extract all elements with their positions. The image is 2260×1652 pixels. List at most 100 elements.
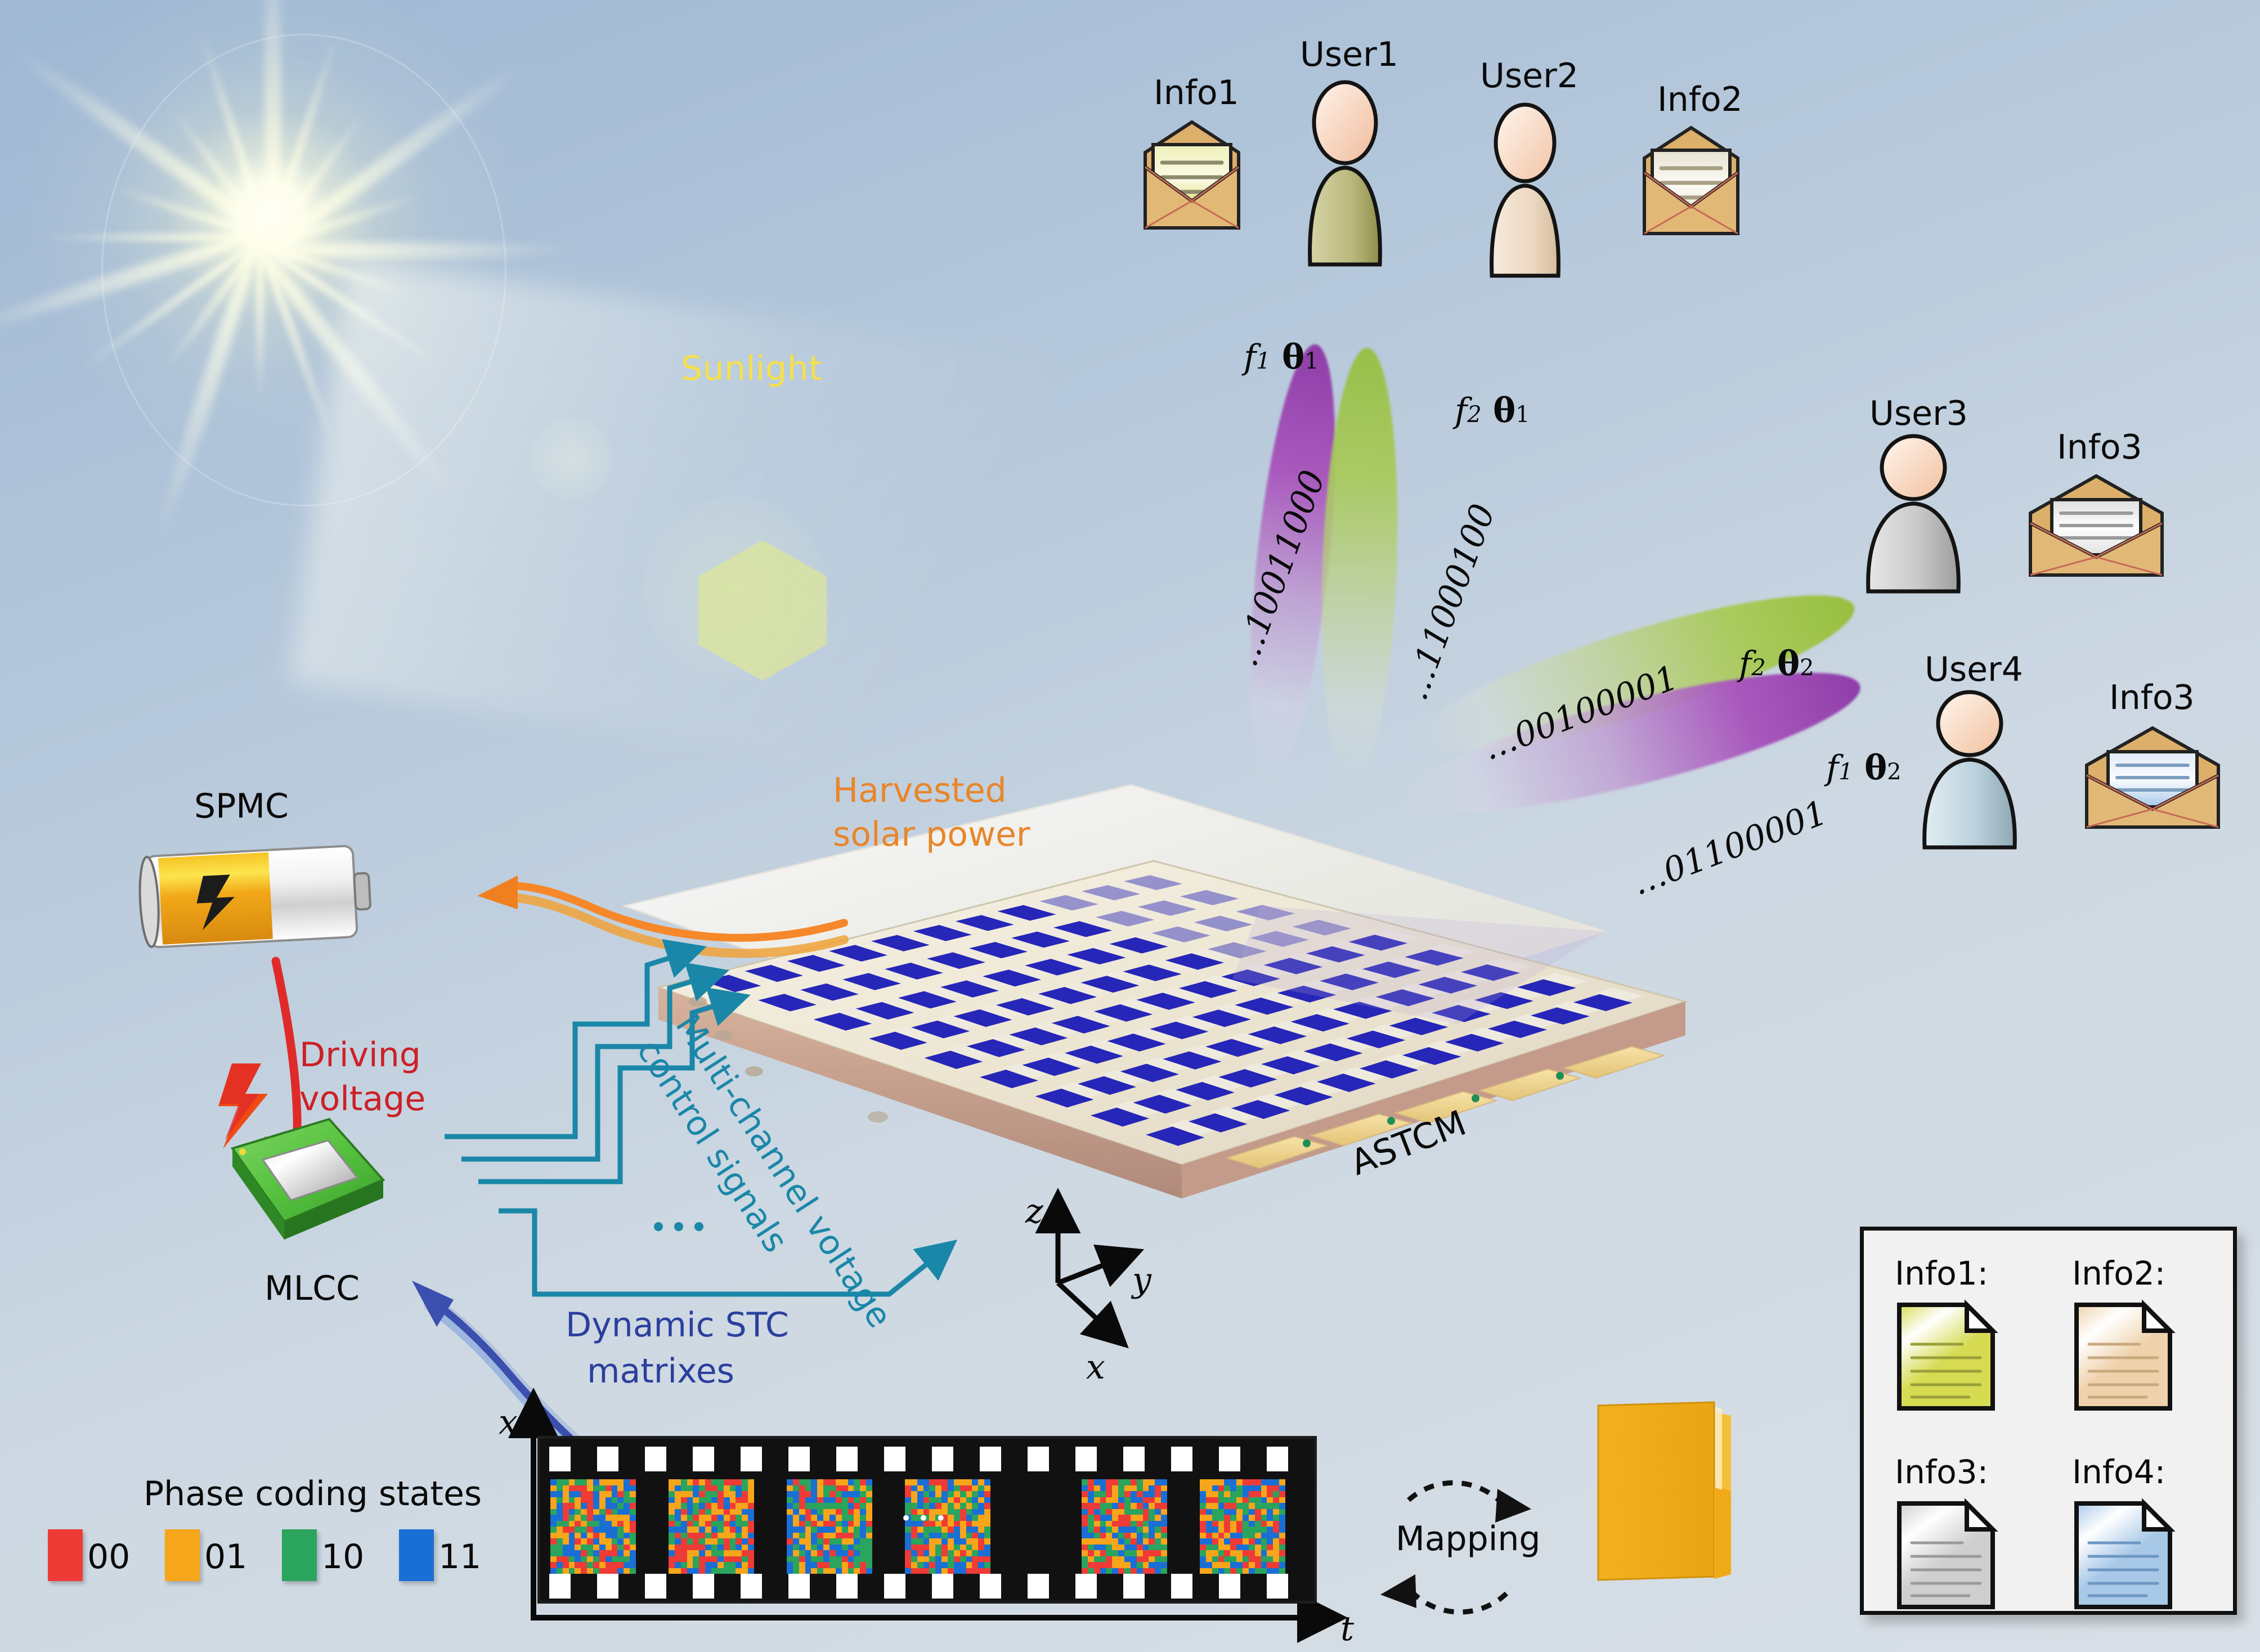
- metasurface-trace: [1283, 1049, 1331, 1065]
- phase-swatch-00: [48, 1529, 83, 1581]
- metasurface-trace: [906, 957, 954, 971]
- metasurface-trace: [920, 985, 967, 1000]
- metasurface-trace: [893, 930, 941, 944]
- metasurface-patch: [1039, 895, 1098, 911]
- metasurface-patch: [1263, 958, 1323, 975]
- metasurface-trace: [1240, 1062, 1289, 1078]
- metasurface-patch: [800, 983, 859, 1001]
- metasurface-trace: [1384, 955, 1432, 969]
- metasurface-patch: [979, 1070, 1038, 1088]
- metasurface-patch: [1418, 977, 1478, 994]
- metasurface-patch: [1360, 1060, 1419, 1079]
- metasurface-trace: [933, 1014, 981, 1030]
- spmc-battery-icon: [135, 838, 376, 957]
- metasurface-patch: [1176, 1081, 1235, 1101]
- metasurface-trace: [1552, 1000, 1601, 1015]
- metasurface-patch: [1320, 973, 1379, 990]
- film-perforation: [1219, 1574, 1240, 1599]
- metasurface-trace: [1440, 971, 1488, 984]
- metasurface-trace: [1216, 910, 1264, 923]
- metasurface-trace: [1258, 899, 1306, 912]
- metasurface-trace: [1033, 926, 1081, 940]
- metasurface-trace: [1411, 1011, 1459, 1026]
- metasurface-patch: [1067, 948, 1126, 964]
- metasurface-patch: [1333, 1002, 1392, 1019]
- metasurface-trace: [1539, 973, 1588, 986]
- metasurface-patch: [869, 1031, 927, 1050]
- film-perforation: [1171, 1447, 1192, 1471]
- metasurface-patch: [1136, 993, 1195, 1010]
- harvested-power-arrow: [477, 876, 849, 958]
- beam-theta-sub: 2: [1887, 759, 1902, 785]
- metasurface-patch: [1035, 1088, 1094, 1108]
- metasurface-patch: [1109, 937, 1168, 954]
- metasurface-trace: [1496, 986, 1545, 1000]
- metasurface-patch: [813, 1012, 872, 1031]
- info3b-label: Info3: [2109, 678, 2195, 717]
- metasurface-patch: [1051, 1016, 1110, 1034]
- beam-f-sub: 2: [1751, 655, 1766, 681]
- beam-label-f1-theta2: f1 θ2: [1826, 748, 1902, 788]
- dynamic-stc-label: Dynamic STC matrixes: [566, 1305, 789, 1391]
- metasurface-trace: [1339, 1067, 1387, 1082]
- film-perforation: [884, 1447, 905, 1471]
- metasurface-patch: [1137, 900, 1197, 916]
- user2-avatar-icon: [1472, 101, 1579, 278]
- metasurface-patch: [1461, 964, 1520, 981]
- metasurface-trace: [988, 1032, 1037, 1048]
- metasurface-patch: [1445, 1034, 1504, 1052]
- phase-code-label: 10: [321, 1537, 365, 1577]
- metasurface-trace: [1368, 1024, 1416, 1039]
- legend-title: Phase coding states: [144, 1474, 482, 1514]
- metasurface-trace: [1271, 925, 1320, 939]
- metasurface-patch: [1261, 1056, 1320, 1075]
- axis-y-label: y: [1132, 1260, 1151, 1300]
- metasurface-patch: [1317, 1074, 1376, 1092]
- driving-line1: Driving: [299, 1035, 421, 1075]
- film-perforation: [597, 1447, 618, 1471]
- film-perforation: [741, 1574, 762, 1599]
- metasurface-trace: [1454, 998, 1502, 1013]
- metasurface-patch: [1133, 1094, 1192, 1114]
- info2-label: Info2: [1657, 80, 1743, 119]
- metasurface-trace: [1312, 1008, 1361, 1022]
- metasurface-patch: [1389, 1017, 1449, 1035]
- metasurface-patch: [953, 1009, 1012, 1027]
- metasurface-patch: [1474, 992, 1533, 1009]
- metasurface-patch: [940, 980, 999, 998]
- metasurface-trace: [1073, 1009, 1122, 1025]
- metasurface-trace: [890, 1026, 939, 1041]
- stc-matrix-frame: [669, 1479, 754, 1574]
- metasurface-trace: [1187, 948, 1235, 961]
- metasurface-trace: [990, 936, 1039, 950]
- metasurface-trace: [1173, 921, 1222, 934]
- film-perforation: [1028, 1447, 1049, 1471]
- info3b-envelope-icon: [2082, 719, 2223, 832]
- metasurface-trace: [1210, 1106, 1259, 1123]
- metasurface-trace: [1031, 1021, 1079, 1036]
- metasurface-trace: [1370, 928, 1419, 942]
- mapping-arc-icon: [1380, 1480, 1531, 1615]
- beam-theta-symbol: θ: [1282, 338, 1305, 377]
- metasurface-trace: [977, 909, 1025, 923]
- metasurface-trace: [1145, 959, 1193, 973]
- lens-flare-small: [529, 416, 613, 501]
- metasurface-patch: [1078, 1076, 1137, 1095]
- metasurface-trace: [1296, 1080, 1344, 1096]
- stc-matrix-frame: [1082, 1479, 1167, 1574]
- user2-label: User2: [1480, 56, 1579, 96]
- user4-avatar-icon: [1913, 686, 2026, 850]
- info-document-icon: [2072, 1498, 2176, 1611]
- info1-label: Info1: [1154, 73, 1239, 113]
- metasurface-patch: [1011, 931, 1070, 948]
- metasurface-patch: [1346, 1030, 1406, 1048]
- phase-swatch-11: [399, 1529, 434, 1581]
- metasurface-trace: [1227, 1032, 1275, 1047]
- folder-icon[interactable]: [1593, 1395, 1753, 1581]
- beam-label-f2-theta2: f2 θ2: [1739, 644, 1814, 684]
- film-perforation: [645, 1447, 666, 1471]
- metasurface-patch: [1487, 1020, 1547, 1038]
- film-perforation: [980, 1574, 1001, 1599]
- metasurface-trace: [779, 988, 828, 1003]
